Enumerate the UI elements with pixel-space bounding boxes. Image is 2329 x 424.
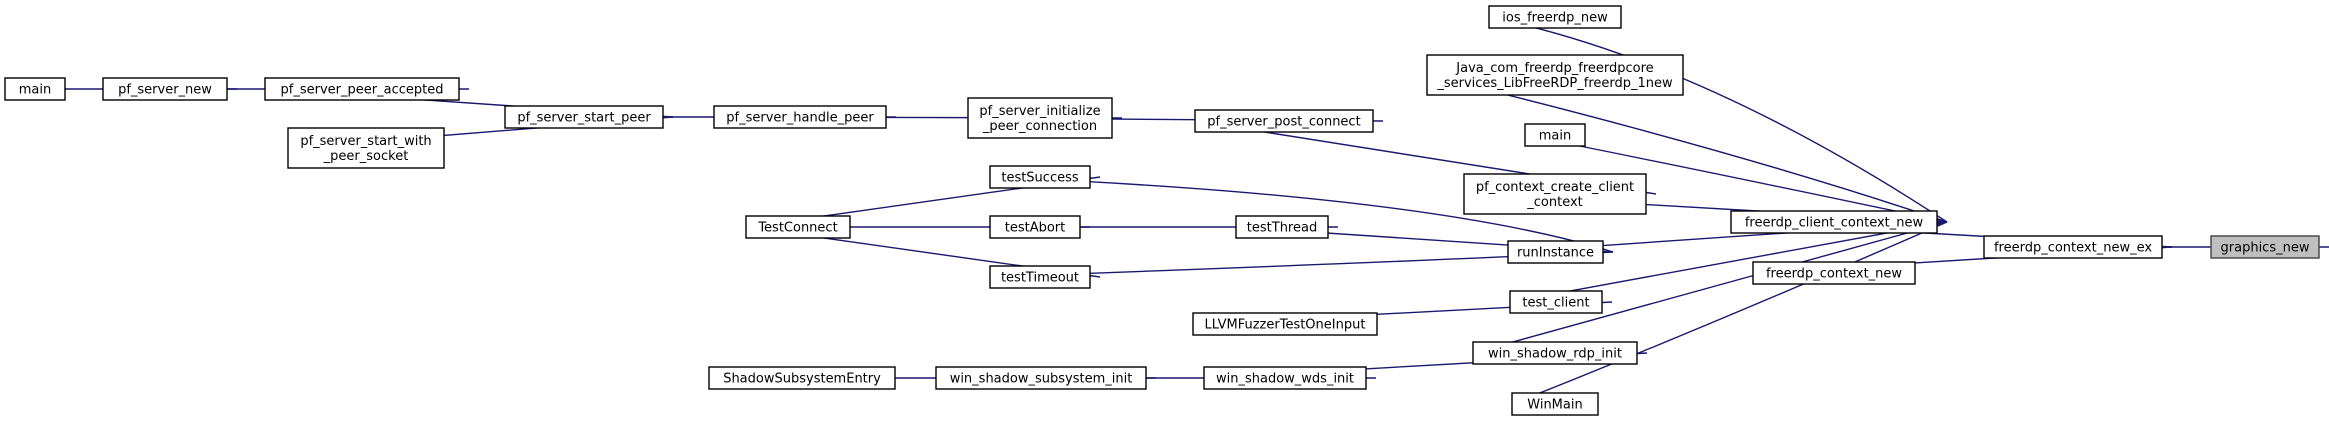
node-box: [1192, 312, 1378, 336]
node-label: TestConnect: [757, 221, 837, 236]
node-LLVMFuzzerTestOneInput[interactable]: LLVMFuzzerTestOneInput: [1192, 312, 1378, 336]
node-label: pf_server_handle_peer: [726, 111, 874, 126]
node-testTimeout[interactable]: testTimeout: [989, 265, 1091, 289]
node-box: [1235, 215, 1329, 239]
node-ios-freerdp-new[interactable]: ios_freerdp_new: [1488, 5, 1622, 29]
node-pf-server-initialize-peer-connection[interactable]: pf_server_initialize_peer_connection: [967, 97, 1113, 139]
node-label: pf_server_start_with: [300, 134, 431, 149]
node-TestConnect[interactable]: TestConnect: [745, 215, 851, 239]
node-box: [1463, 173, 1647, 215]
node-win-shadow-subsystem-init[interactable]: win_shadow_subsystem_init: [935, 366, 1147, 390]
node-box: [1730, 210, 1938, 234]
node-label: freerdp_context_new_ex: [1994, 241, 2152, 256]
edges-layer: [5, 16, 2329, 405]
node-label: main: [19, 83, 51, 98]
node-label: WinMain: [1527, 398, 1582, 413]
nodes-layer: graphics_newfreerdp_context_new_exfreerd…: [4, 5, 2320, 416]
node-box: [4, 77, 66, 101]
node-box: [1426, 54, 1684, 96]
node-label: win_shadow_rdp_init: [1488, 347, 1622, 362]
node-box: [989, 215, 1081, 239]
node-box: [1524, 123, 1586, 147]
node-box: [504, 105, 664, 129]
node-label: _context: [1526, 195, 1583, 210]
node-pf-server-peer-accepted[interactable]: pf_server_peer_accepted: [264, 77, 460, 101]
node-box: [989, 165, 1091, 189]
node-label: freerdp_client_context_new: [1745, 216, 1924, 231]
node-testSuccess[interactable]: testSuccess: [989, 165, 1091, 189]
node-label: win_shadow_wds_init: [1216, 372, 1354, 387]
node-pf-server-new[interactable]: pf_server_new: [102, 77, 228, 101]
node-label: testTimeout: [1001, 271, 1079, 286]
node-pf-server-start-with-peer-socket[interactable]: pf_server_start_with_peer_socket: [287, 127, 445, 169]
node-box: [967, 97, 1113, 139]
node-label: _peer_socket: [323, 149, 409, 164]
node-box: [1194, 109, 1374, 133]
node-label: Java_com_freerdp_freerdpcore: [1455, 61, 1653, 76]
node-label: pf_server_start_peer: [517, 111, 651, 126]
node-label: pf_context_create_client: [1476, 180, 1634, 195]
node-pf-server-handle-peer[interactable]: pf_server_handle_peer: [713, 105, 887, 129]
node-test-client[interactable]: test_client: [1509, 290, 1603, 314]
node-box: [1488, 5, 1622, 29]
node-label: LLVMFuzzerTestOneInput: [1205, 318, 1366, 333]
node-box: [745, 215, 851, 239]
node-box: [1509, 290, 1603, 314]
node-box: [1511, 392, 1599, 416]
node-box: [264, 77, 460, 101]
node-main-a[interactable]: main: [1524, 123, 1586, 147]
node-label: pf_server_new: [118, 83, 212, 98]
node-box: [935, 366, 1147, 390]
node-win-shadow-wds-init[interactable]: win_shadow_wds_init: [1203, 366, 1367, 390]
node-testAbort[interactable]: testAbort: [989, 215, 1081, 239]
node-freerdp-client-context-new[interactable]: freerdp_client_context_new: [1730, 210, 1938, 234]
node-box: [713, 105, 887, 129]
node-label: runInstance: [1517, 246, 1594, 261]
node-box: [1507, 240, 1604, 264]
node-label: freerdp_context_new: [1766, 267, 1902, 282]
node-box: [989, 265, 1091, 289]
node-box: [2210, 235, 2320, 259]
node-label: pf_server_post_connect: [1207, 115, 1360, 130]
node-label: _peer_connection: [982, 119, 1097, 134]
node-label: pf_server_initialize: [979, 104, 1100, 119]
node-label: testThread: [1247, 221, 1317, 236]
node-label: ios_freerdp_new: [1502, 11, 1608, 26]
node-label: ShadowSubsystemEntry: [723, 372, 881, 387]
node-graphics-new[interactable]: graphics_new: [2210, 235, 2320, 259]
node-box: [1983, 235, 2163, 259]
node-label: main: [1539, 129, 1571, 144]
node-box: [1752, 261, 1916, 285]
node-runInstance[interactable]: runInstance: [1507, 240, 1604, 264]
node-box: [287, 127, 445, 169]
node-pf-server-post-connect[interactable]: pf_server_post_connect: [1194, 109, 1374, 133]
node-label: testSuccess: [1001, 171, 1079, 186]
node-label: pf_server_peer_accepted: [281, 83, 444, 98]
node-pf-server-start-peer[interactable]: pf_server_start_peer: [504, 105, 664, 129]
node-box: [1472, 341, 1638, 365]
node-box: [102, 77, 228, 101]
node-testThread[interactable]: testThread: [1235, 215, 1329, 239]
node-ShadowSubsystemEntry[interactable]: ShadowSubsystemEntry: [708, 366, 896, 390]
node-WinMain[interactable]: WinMain: [1511, 392, 1599, 416]
node-label: _services_LibFreeRDP_freerdp_1new: [1436, 76, 1673, 91]
node-java-freerdp-new[interactable]: Java_com_freerdp_freerdpcore_services_Li…: [1426, 54, 1684, 96]
node-pf-context-create-client-context[interactable]: pf_context_create_client_context: [1463, 173, 1647, 215]
node-box: [708, 366, 896, 390]
node-label: win_shadow_subsystem_init: [950, 372, 1133, 387]
node-freerdp-context-new[interactable]: freerdp_context_new: [1752, 261, 1916, 285]
node-label: test_client: [1522, 296, 1589, 311]
node-label: graphics_new: [2221, 241, 2310, 256]
node-label: testAbort: [1005, 221, 1066, 236]
node-win-shadow-rdp-init[interactable]: win_shadow_rdp_init: [1472, 341, 1638, 365]
node-main-b[interactable]: main: [4, 77, 66, 101]
node-box: [1203, 366, 1367, 390]
node-freerdp-context-new-ex[interactable]: freerdp_context_new_ex: [1983, 235, 2163, 259]
